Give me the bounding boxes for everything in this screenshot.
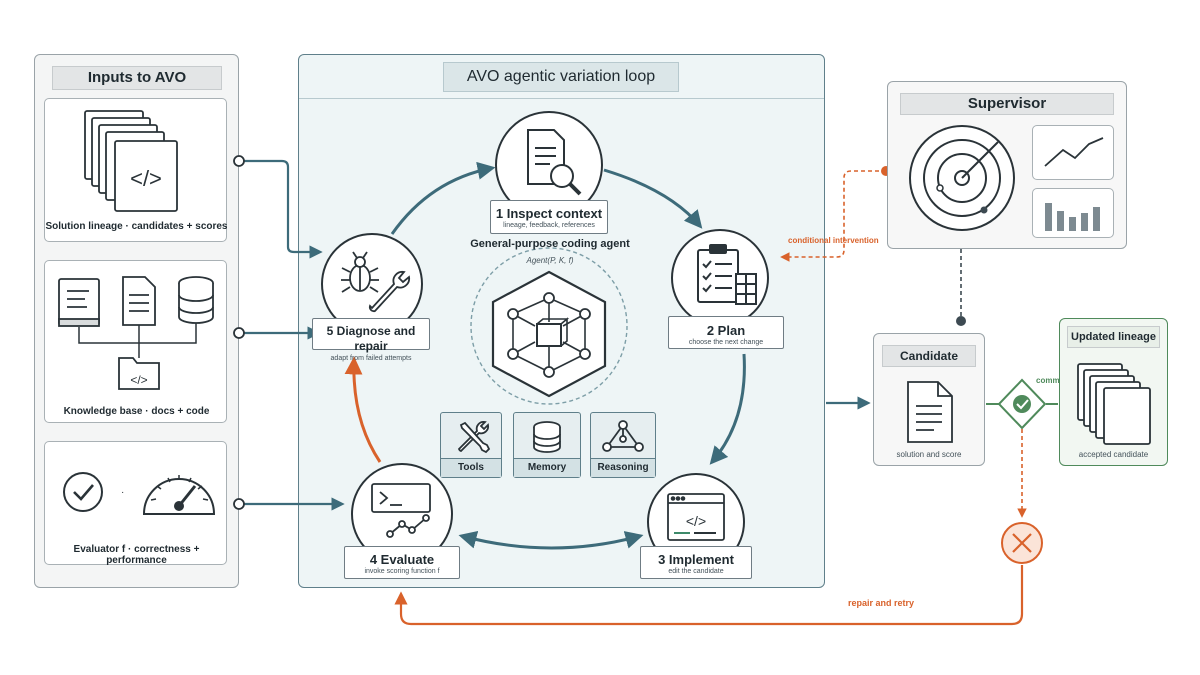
supervisor-link-dot (956, 316, 966, 326)
agent-hexagon (491, 270, 607, 398)
inspect-node (495, 111, 603, 219)
knowledge-icons: </> (58, 276, 214, 390)
bug-wrench-icon (341, 251, 411, 313)
evaluate-step-label: 4 Evaluate invoke scoring function f (344, 546, 460, 579)
candidate-title: Candidate (882, 345, 976, 367)
agent-label: General-purpose coding agent (470, 238, 630, 250)
svg-text:·: · (121, 487, 124, 498)
book-icon (58, 278, 100, 327)
lineage-input-caption: Solution lineage · candidates + scores (45, 221, 228, 232)
intervention-label: conditional intervention (788, 236, 879, 245)
memory-database-icon (533, 421, 561, 453)
knowledge-input-caption: Knowledge base · docs + code (63, 406, 210, 417)
checklist-icon (697, 244, 757, 305)
code-folder-icon (118, 357, 160, 390)
supervisor-title: Supervisor (900, 93, 1114, 115)
diagnose-step-label: 5 Diagnose and repair adapt from failed … (312, 318, 430, 362)
checkmark-icon (63, 472, 103, 512)
loop-title: AVO agentic variation loop (443, 62, 679, 92)
reasoning-card: Reasoning (590, 412, 656, 478)
evaluator-input-card: · Evaluator f · correctness + performanc… (44, 441, 227, 566)
svg-text:</>: </> (686, 513, 706, 529)
reject-icon (1001, 522, 1043, 564)
evaluator-icons: · (63, 472, 216, 515)
diagnose-node (321, 233, 423, 335)
evaluate-node (351, 463, 453, 565)
memory-label: Memory (514, 458, 580, 477)
code-files-icon: </> (84, 110, 178, 212)
plan-step-label: 2 Plan choose the next change (668, 316, 784, 349)
document-icon (122, 276, 156, 326)
tools-card: Tools (440, 412, 502, 478)
inspect-step-label: 1 Inspect context lineage, feedback, ref… (490, 200, 608, 234)
database-icon (178, 276, 214, 324)
reasoning-label: Reasoning (591, 458, 655, 477)
lineage-input-card: </> Solution lineage · candidates + scor… (44, 98, 228, 242)
memory-card: Memory (513, 412, 581, 478)
updated-lineage-title: Updated lineage (1067, 326, 1160, 348)
line-chart-icon (1044, 137, 1104, 167)
candidate-document-icon (907, 381, 953, 443)
decision-diamond (997, 378, 1047, 430)
agent-formula: Agent(P, K, f) (526, 256, 574, 265)
code-window-icon (667, 493, 725, 541)
plan-node (671, 229, 769, 327)
tools-label: Tools (441, 458, 501, 477)
evaluator-input-caption: Evaluator f · correctness + performance (73, 544, 200, 566)
supervisor-bar-chart (1032, 188, 1114, 238)
tools-icon (457, 421, 491, 454)
implement-step-label: 3 Implement edit the candidate (640, 546, 752, 579)
document-search-icon (527, 129, 582, 196)
candidate-caption: solution and score (896, 450, 962, 459)
inputs-title: Inputs to AVO (52, 66, 222, 90)
trend-chart-icon (386, 514, 430, 538)
svg-text:</>: </> (130, 373, 147, 387)
gauge-icon (142, 475, 216, 515)
repair-retry-label: repair and retry (848, 598, 915, 608)
lineage-stack-icon (1077, 363, 1151, 445)
bar-chart-icon (1045, 203, 1100, 231)
loop-header-divider (299, 98, 824, 99)
radar-icon (909, 125, 1015, 231)
terminal-icon (371, 483, 431, 513)
supervisor-line-chart (1032, 125, 1114, 180)
commit-check-icon (1013, 395, 1031, 413)
commit-label: commit (1036, 376, 1065, 385)
reasoning-graph-icon (602, 420, 644, 452)
updated-lineage-caption: accepted candidate (1078, 450, 1149, 459)
svg-text:</>: </> (130, 166, 162, 191)
knowledge-input-card: </> Knowledge base · docs + code (44, 260, 227, 423)
